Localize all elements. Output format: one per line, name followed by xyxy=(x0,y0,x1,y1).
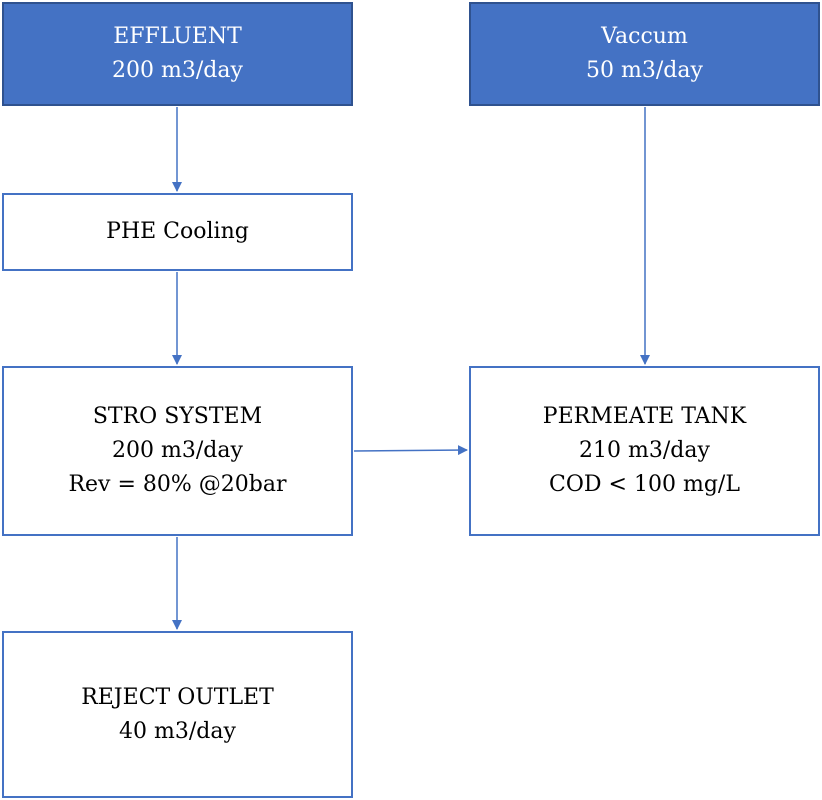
node-phe-cooling-title: PHE Cooling xyxy=(106,219,249,244)
node-vaccum-title: Vaccum xyxy=(601,24,688,49)
node-effluent-title: EFFLUENT xyxy=(113,24,242,49)
node-stro-system: STRO SYSTEM 200 m3/day Rev = 80% @20bar xyxy=(2,366,353,536)
node-vaccum-flow: 50 m3/day xyxy=(586,58,703,83)
node-reject-outlet-title: REJECT OUTLET xyxy=(81,684,274,710)
node-reject-outlet-flow: 40 m3/day xyxy=(119,718,236,744)
node-reject-outlet: REJECT OUTLET 40 m3/day xyxy=(2,631,353,798)
node-stro-system-title: STRO SYSTEM xyxy=(92,404,263,429)
node-permeate-tank-cod: COD < 100 mg/L xyxy=(549,472,740,497)
node-effluent: EFFLUENT 200 m3/day xyxy=(2,2,353,106)
node-permeate-tank: PERMEATE TANK 210 m3/day COD < 100 mg/L xyxy=(469,366,820,536)
node-stro-system-flow: 200 m3/day xyxy=(112,438,243,463)
node-permeate-tank-flow: 210 m3/day xyxy=(579,438,710,463)
arrow-stro-to-permeate xyxy=(353,445,468,456)
node-phe-cooling: PHE Cooling xyxy=(2,193,353,271)
node-vaccum: Vaccum 50 m3/day xyxy=(469,2,820,106)
node-effluent-flow: 200 m3/day xyxy=(112,58,243,83)
node-permeate-tank-title: PERMEATE TANK xyxy=(542,404,747,429)
node-stro-system-recovery: Rev = 80% @20bar xyxy=(68,472,287,497)
